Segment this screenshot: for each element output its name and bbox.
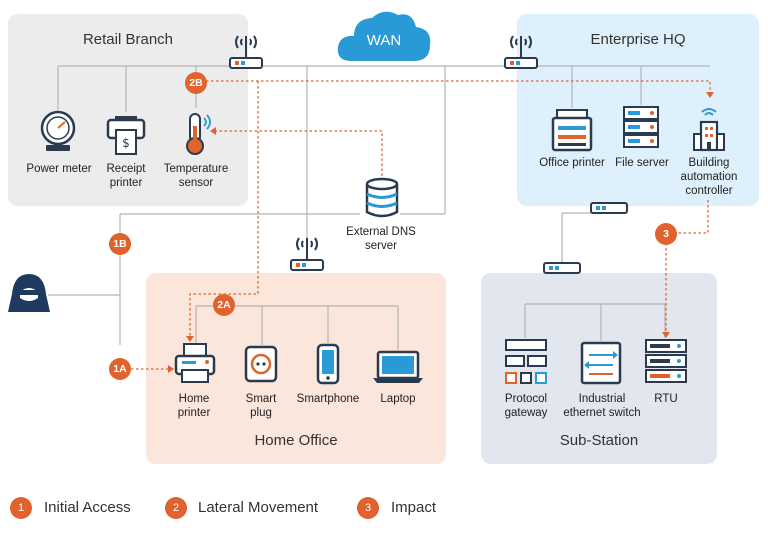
building-automation-controller-icon [692,104,726,152]
smart-plug-icon [244,345,278,383]
sub-station-title: Sub-Station [559,432,639,449]
protocol-gateway-label: Protocol gateway [496,392,556,420]
dns-server-label: External DNS server [336,225,426,253]
temperature-sensor-icon [180,108,214,156]
substation-switch-icon [543,262,581,274]
bac-label-line1: Building [688,157,730,169]
enterprise-router-icon [503,28,539,72]
legend-badge-2: 2 [165,497,187,519]
bac-label-line2: automation [680,171,738,183]
power-meter-label: Power meter [26,163,92,175]
retail-router-icon [228,28,264,72]
step-3-badge: 3 [655,223,677,245]
home-router-icon [289,230,325,274]
ind-switch-label-line1: Industrial [578,393,626,405]
laptop-icon [372,350,424,384]
legend-badge-3: 3 [357,497,379,519]
step-2a-badge: 2A [213,294,235,316]
step-1b-badge: 1B [109,233,131,255]
wan-cloud-icon: WAN [332,5,436,69]
dns-label-line2: server [365,240,397,252]
protocol-gateway-icon [504,338,548,386]
home-printer-icon [174,342,216,384]
power-meter-icon [38,110,78,154]
temperature-sensor-label: Temperature sensor [156,162,236,190]
legend-badge-1: 1 [10,497,32,519]
dns-server-icon [364,176,400,220]
step-1a-badge: 1A [109,358,131,380]
retail-branch-title: Retail Branch [82,31,174,48]
smart-plug-label-line1: Smart [245,393,277,405]
retail-branch-zone: Retail Branch [8,14,248,206]
step-2b-badge: 2B [185,72,207,94]
attacker-icon [6,270,52,316]
smartphone-icon [316,343,340,385]
receipt-printer-icon: $ [106,112,146,156]
building-automation-controller-label: Building automation controller [670,156,748,198]
smart-plug-label: Smart plug [236,392,286,420]
home-printer-label-line1: Home [178,393,210,405]
protocol-gateway-label-line1: Protocol [504,393,548,405]
receipt-printer-label-line1: Receipt [106,163,146,175]
enterprise-hq-title: Enterprise HQ [590,31,686,48]
enterprise-switch-icon [590,202,628,214]
laptop-label: Laptop [380,393,416,405]
smart-plug-label-line2: plug [250,407,272,419]
office-printer-label: Office printer [539,157,605,169]
rtu-icon [644,338,688,384]
ind-switch-label-line2: ethernet switch [563,407,641,419]
receipt-printer-label: Receipt printer [96,162,156,190]
dns-label-line1: External DNS [346,226,416,238]
office-printer-icon [551,108,593,152]
legend-label-impact: Impact [391,499,437,516]
file-server-icon [622,105,660,151]
industrial-ethernet-switch-icon [580,341,622,385]
home-office-title: Home Office [254,432,338,449]
svg-text:$: $ [122,136,130,150]
file-server-label: File server [615,157,669,169]
smartphone-label: Smartphone [296,393,360,405]
temperature-sensor-label-line1: Temperature [163,163,229,175]
home-printer-label: Home printer [164,392,224,420]
rtu-label: RTU [654,393,678,405]
home-printer-label-line2: printer [177,407,211,419]
receipt-printer-label-line2: printer [109,177,143,189]
temperature-sensor-label-line2: sensor [178,177,214,189]
legend-label-lateral-movement: Lateral Movement [198,499,319,516]
legend-label-initial-access: Initial Access [44,499,131,516]
industrial-ethernet-switch-label: Industrial ethernet switch [552,392,652,420]
protocol-gateway-label-line2: gateway [504,407,548,419]
bac-label-line3: controller [685,185,733,197]
wan-label: WAN [366,32,402,49]
